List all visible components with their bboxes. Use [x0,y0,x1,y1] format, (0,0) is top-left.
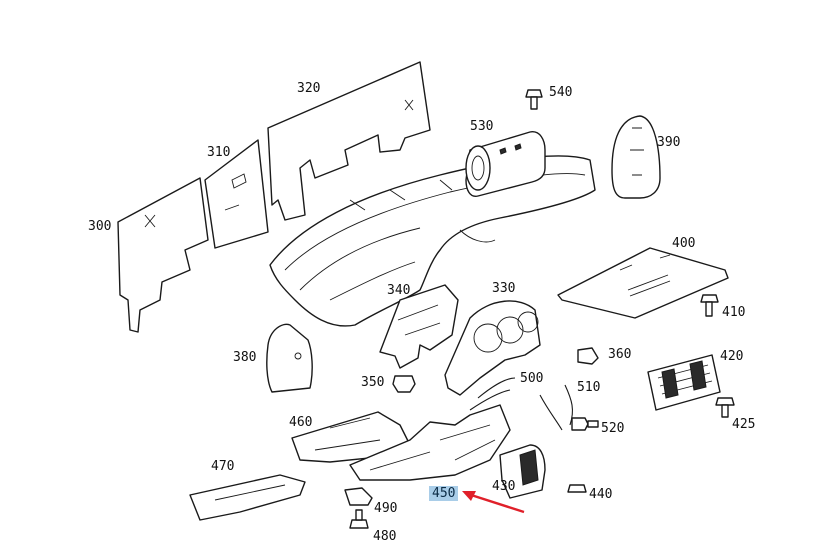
callout-490[interactable]: 490 [374,501,398,516]
callout-380[interactable]: 380 [233,350,257,365]
trim-strip-icon [539,384,574,431]
callout-390[interactable]: 390 [657,135,681,150]
insulation-pad-top-icon [267,61,431,221]
callout-440[interactable]: 440 [589,487,613,502]
callout-470[interactable]: 470 [211,459,235,474]
red-arrow-icon [462,491,525,514]
callout-350[interactable]: 350 [361,375,385,390]
callout-400[interactable]: 400 [672,236,696,251]
callout-410[interactable]: 410 [722,305,746,320]
screw-icon [577,347,599,365]
trim-strip-icon [469,377,516,411]
callout-450-highlighted[interactable]: 450 [429,486,459,501]
callout-425[interactable]: 425 [732,417,756,432]
glovebox-panel-icon [557,247,729,319]
callout-360[interactable]: 360 [608,347,632,362]
instrument-cluster-trim-icon [444,300,541,396]
callout-510[interactable]: 510 [577,380,601,395]
callout-500[interactable]: 500 [520,371,544,386]
callout-420[interactable]: 420 [720,349,744,364]
screw-icon [349,509,369,529]
dashboard-body-icon [269,155,596,327]
clip-icon [392,375,416,393]
callout-480[interactable]: 480 [373,529,397,544]
side-cover-icon [611,115,661,199]
screw-icon [525,89,543,110]
callout-330[interactable]: 330 [492,281,516,296]
insulation-pad-left-icon [117,177,209,333]
callout-310[interactable]: 310 [207,145,231,160]
lower-panel-icon [189,474,306,521]
screw-icon [715,397,735,418]
screw-icon [571,417,599,431]
callout-320[interactable]: 320 [297,81,321,96]
callout-530[interactable]: 530 [470,119,494,134]
callout-340[interactable]: 340 [387,283,411,298]
screw-icon [700,294,719,317]
insulation-pad-mid-icon [204,139,269,249]
air-vent-icon [647,354,721,411]
screw-icon [567,484,587,493]
instrument-housing-icon [465,131,546,197]
bracket-icon [379,284,459,369]
bracket-icon [344,487,373,506]
end-cap-icon [266,323,313,393]
callout-460[interactable]: 460 [289,415,313,430]
center-console-icon [349,404,511,481]
air-vent-icon [499,444,546,499]
callout-430[interactable]: 430 [492,479,516,494]
callout-300[interactable]: 300 [88,219,112,234]
callout-540[interactable]: 540 [549,85,573,100]
callout-520[interactable]: 520 [601,421,625,436]
